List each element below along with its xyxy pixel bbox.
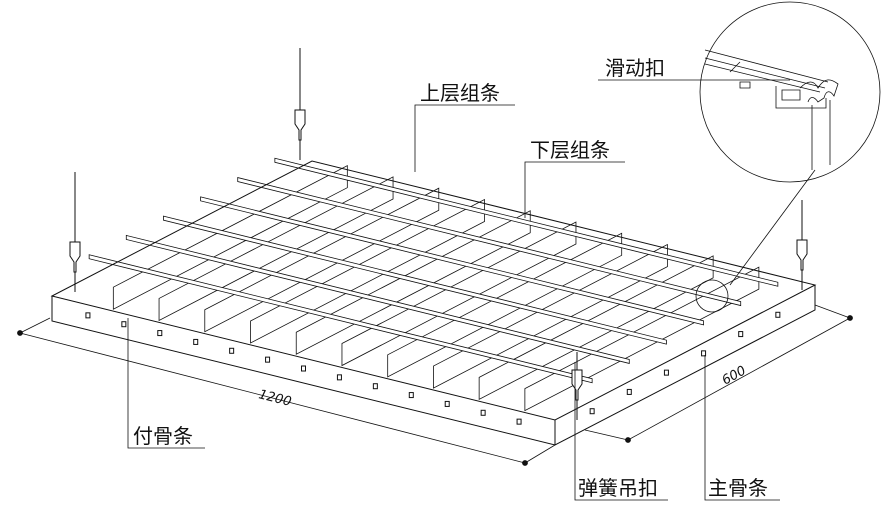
lower-strip xyxy=(250,198,485,344)
keel-slot xyxy=(121,321,127,328)
upper-strip xyxy=(200,196,704,326)
lower-strip xyxy=(524,266,760,412)
label-upper-strip: 上层组条 xyxy=(420,81,500,105)
keel-slot xyxy=(301,365,306,372)
dimension-lines xyxy=(17,304,853,466)
keel-slot xyxy=(516,418,522,425)
spring-clip-icon xyxy=(796,239,808,271)
grid-strips xyxy=(88,157,779,412)
spring-hangers xyxy=(69,48,808,420)
keel-slot xyxy=(480,409,486,416)
keel-slot xyxy=(408,392,414,399)
dimension-length: 1200 xyxy=(257,387,293,410)
spring-clip-icon xyxy=(571,369,583,401)
keel-slot xyxy=(193,338,199,345)
keel-slot xyxy=(157,330,163,337)
lower-strip xyxy=(387,232,623,378)
lower-strip xyxy=(478,255,714,401)
keel-slot xyxy=(444,400,450,407)
upper-strip xyxy=(88,254,593,384)
lower-strip xyxy=(204,187,440,333)
lower-strip xyxy=(341,221,577,367)
keel-slot xyxy=(701,350,707,357)
keel-slot xyxy=(85,312,91,319)
upper-strip xyxy=(125,234,630,364)
upper-strip xyxy=(237,177,742,307)
upper-strip xyxy=(274,157,779,287)
keel-slot xyxy=(663,369,669,376)
keel-slot xyxy=(372,383,378,390)
lower-strip xyxy=(433,243,668,389)
label-sliding-clip: 滑动扣 xyxy=(605,56,665,80)
label-spring-hanger: 弹簧吊扣 xyxy=(578,476,658,500)
label-main-keel: 主骨条 xyxy=(708,476,768,500)
lower-strip xyxy=(112,165,348,310)
keel-slot xyxy=(738,331,744,338)
leader-lines xyxy=(127,79,790,501)
keel-slot xyxy=(589,408,595,415)
keel-slot xyxy=(775,311,781,318)
spring-clip-icon xyxy=(69,241,81,273)
lower-strip xyxy=(295,210,531,355)
upper-strip xyxy=(163,215,667,345)
dimension-width: 600 xyxy=(720,363,749,388)
keel-slot xyxy=(626,388,632,395)
detail-magnifier xyxy=(695,1,881,313)
keel-slot xyxy=(229,347,235,354)
label-secondary-keel: 付骨条 xyxy=(133,424,193,448)
keel-slot xyxy=(265,356,271,363)
label-lower-strip: 下层组条 xyxy=(530,138,610,162)
keel-slot xyxy=(336,374,342,381)
spring-clip-icon xyxy=(294,109,306,141)
lower-strip xyxy=(158,176,394,322)
